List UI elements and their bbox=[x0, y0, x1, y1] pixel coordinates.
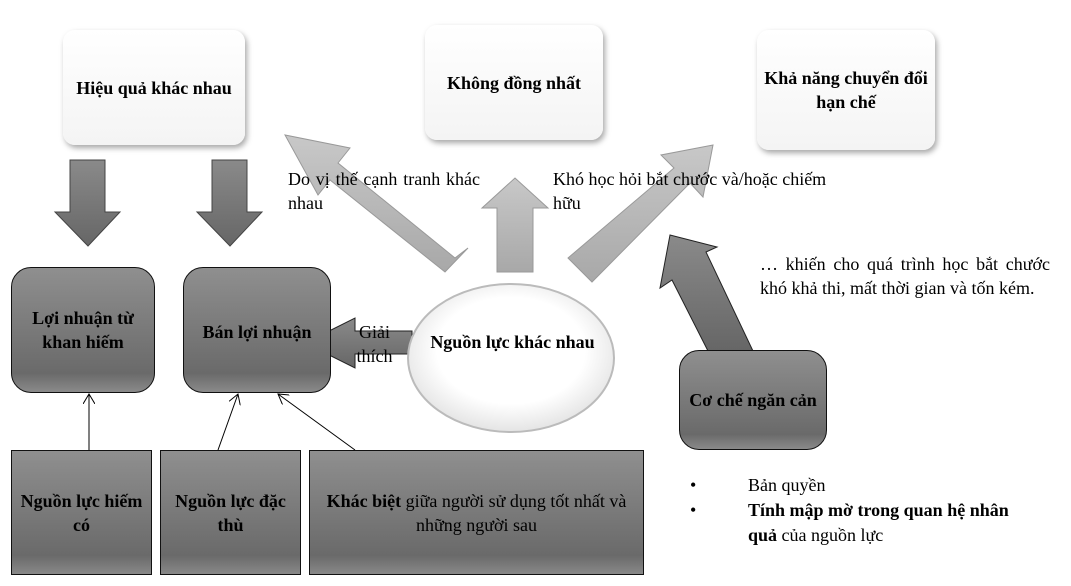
bullet-text: của nguồn lực bbox=[777, 525, 884, 545]
box-specific-label: Nguồn lực đặc thù bbox=[175, 490, 286, 535]
bullet-causal-ambiguity: • Tính mập mờ trong quan hệ nhân quả của… bbox=[690, 498, 1020, 548]
box-mechanism: Cơ chế ngăn cản bbox=[679, 350, 827, 450]
box-transfer-label: Khả năng chuyển đổi hạn chế bbox=[764, 68, 928, 112]
arrow-to-heterogeneous bbox=[480, 177, 550, 273]
link-difference bbox=[278, 394, 356, 451]
center-label: Nguồn lực khác nhau bbox=[425, 330, 600, 354]
bullet-text: Bản quyền bbox=[748, 475, 826, 495]
center-text: Nguồn lực khác nhau bbox=[430, 332, 595, 352]
explain-label: Giải thích bbox=[356, 322, 393, 366]
bullet-body: Tính mập mờ trong quan hệ nhân quả của n… bbox=[748, 498, 1020, 548]
box-scarcity-rent: Lợi nhuận từ khan hiếm bbox=[11, 267, 155, 393]
bullet-dot: • bbox=[690, 500, 697, 520]
box-mechanism-label: Cơ chế ngăn cản bbox=[689, 390, 817, 410]
arrow-to-transfer bbox=[567, 144, 714, 283]
diff-bold: Khác biệt bbox=[326, 490, 402, 511]
label-imitation: Khó học hỏi bắt chước và/hoặc chiếm hữu bbox=[553, 169, 827, 213]
diff-rest: giữa người sử dụng tốt nhất và những ngư… bbox=[401, 490, 627, 535]
box-scarce-resource: Nguồn lực hiếm có bbox=[11, 450, 152, 575]
center-ellipse bbox=[407, 283, 615, 433]
bullet-dot: • bbox=[690, 475, 697, 495]
box-effect-label: Hiệu quả khác nhau bbox=[76, 77, 232, 98]
box-difference-label: Khác biệt giữa người sử dụng tốt nhất và… bbox=[314, 489, 639, 537]
box-quasi-rent: Bán lợi nhuận bbox=[183, 267, 331, 393]
arrow-to-effect bbox=[284, 134, 469, 273]
box-scarcity-rent-label: Lợi nhuận từ khan hiếm bbox=[32, 308, 134, 352]
box-user-difference: Khác biệt giữa người sử dụng tốt nhất và… bbox=[309, 450, 644, 575]
link-specific bbox=[217, 394, 238, 451]
box-effect: Hiệu quả khác nhau bbox=[63, 30, 245, 145]
down-arrow-left bbox=[53, 159, 122, 247]
down-arrow-right bbox=[195, 159, 264, 247]
box-scarce-label: Nguồn lực hiếm có bbox=[20, 490, 143, 535]
box-quasi-rent-label: Bán lợi nhuận bbox=[202, 322, 312, 342]
label-mechanism-note: … khiến cho quá trình học bắt chước khó … bbox=[760, 254, 1050, 298]
box-specific-resource: Nguồn lực đặc thù bbox=[160, 450, 301, 575]
box-transfer: Khả năng chuyển đổi hạn chế bbox=[757, 30, 935, 150]
bullet-bold: Tính mập mờ trong quan hệ nhân quả bbox=[748, 500, 1009, 545]
box-heterogeneous-label: Không đồng nhất bbox=[446, 72, 582, 93]
label-competitive: Do vị thế cạnh tranh khác nhau bbox=[288, 169, 480, 213]
box-heterogeneous: Không đồng nhất bbox=[425, 25, 603, 140]
mechanism-arrow bbox=[659, 234, 754, 352]
